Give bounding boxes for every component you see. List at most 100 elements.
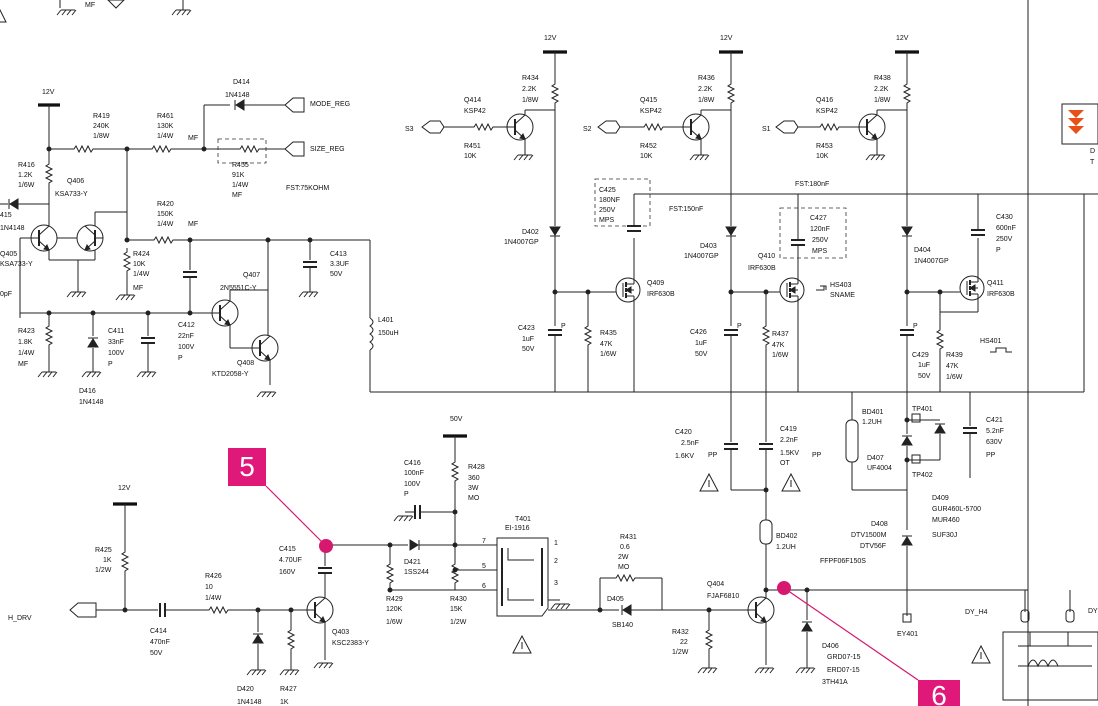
label-r360: 360 xyxy=(468,475,480,482)
label-c416: C416 xyxy=(404,460,421,467)
label-r439: R439 xyxy=(946,352,963,359)
label-c413: C413 xyxy=(330,251,347,258)
label-r453: R453 xyxy=(816,143,833,150)
label-dtv1500: DTV1500M xyxy=(851,532,887,539)
label-size_reg: SIZE_REG xyxy=(310,146,345,153)
label-c420: C420 xyxy=(675,429,692,436)
label-tp402: TP402 xyxy=(912,472,933,479)
label-s2: S2 xyxy=(583,126,592,133)
label-nf22b: 2.2nF xyxy=(780,437,798,444)
label-opf: 0pF xyxy=(0,291,12,298)
label-h_drv: H_DRV xyxy=(8,615,32,622)
label-d403: D403 xyxy=(700,243,717,250)
label-dtv56f: DTV56F xyxy=(860,543,886,550)
label-fjaf6810: FJAF6810 xyxy=(707,593,739,600)
label-in4148d: 1N4148 xyxy=(237,699,262,706)
label-mpsb: MPS xyxy=(812,248,828,255)
label-c426: C426 xyxy=(690,329,707,336)
label-mob: MO xyxy=(618,564,630,571)
label-c425: C425 xyxy=(599,187,616,194)
label-d414: D414 xyxy=(233,79,250,86)
label-v630: 630V xyxy=(986,439,1003,446)
label-nf470: 470nF xyxy=(150,639,170,646)
label-ot: OT xyxy=(780,460,790,467)
label-l401: L401 xyxy=(378,317,394,324)
label-k10: 10K xyxy=(133,261,146,268)
label-nf22: 22nF xyxy=(178,333,194,340)
label-n2n5551: 2N5551C-Y xyxy=(220,285,257,292)
label-k12: 1.2K xyxy=(18,172,33,179)
label-k22c: 2.2K xyxy=(874,86,889,93)
label-k1b: 1K xyxy=(280,699,289,706)
label-r435: R435 xyxy=(600,330,617,337)
label-v250: 250V xyxy=(599,207,616,214)
label-fst75: FST:75KOHM xyxy=(286,185,329,192)
label-v100b: 100V xyxy=(178,344,195,351)
label-r428: R428 xyxy=(468,464,485,471)
label-in4007c: 1N4007GP xyxy=(914,258,949,265)
label-d421: D421 xyxy=(404,559,421,566)
label-nf120: 120nF xyxy=(810,226,830,233)
label-r430: R430 xyxy=(450,596,467,603)
label-t_clip: T xyxy=(1090,159,1095,166)
bias-caps: R423 1.8K 1/4W MF D416 1N4148 C411 33nF … xyxy=(18,310,212,406)
label-r06: 0.6 xyxy=(620,544,630,551)
label-suf30j: SUF30J xyxy=(932,532,957,539)
label-ei1916: EI-1916 xyxy=(505,525,530,532)
label-w16d: 1/6W xyxy=(946,374,963,381)
label-nf33: 33nF xyxy=(108,339,124,346)
label-r12v: 12V xyxy=(720,35,733,42)
c413-l401: C413 3.3UF 50V L401 150uH xyxy=(268,237,1084,393)
label-r455: R455 xyxy=(232,162,249,169)
label-w18c: 1/8W xyxy=(698,97,715,104)
label-mur460: MUR460 xyxy=(932,517,960,524)
label-d416: D416 xyxy=(79,388,96,395)
label-uf33: 3.3UF xyxy=(330,261,349,268)
label-r434: R434 xyxy=(522,75,539,82)
label-grd07: GRD07-15 xyxy=(827,654,861,661)
label-p: P xyxy=(561,323,566,330)
label-w14: 1/4W xyxy=(18,350,35,357)
label-v50b: 50V xyxy=(522,346,535,353)
stage-q416: 12V R438 2.2K 1/8W S1 Q416 KSP42 R453 10… xyxy=(762,35,1016,392)
label-w14: 1/4W xyxy=(232,182,249,189)
label-mo: MO xyxy=(468,495,480,502)
label-w12c: 1/2W xyxy=(95,567,112,574)
label-ss244: 1SS244 xyxy=(404,569,429,576)
label-mf: MF xyxy=(18,361,28,368)
q405-q406-pair: R416 1.2K 1/6W 415 1N4148 Q406 KSA733-Y … xyxy=(0,149,128,318)
label-d402: D402 xyxy=(522,229,539,236)
callout-lines xyxy=(265,485,919,681)
right-edge-fragment: D T xyxy=(1027,0,1098,706)
label-q414: Q414 xyxy=(464,97,481,104)
label-in4148: 1N4148 xyxy=(225,92,250,99)
label-r438: R438 xyxy=(874,75,891,82)
label-in4148c: 1N4148 xyxy=(79,399,104,406)
label-k18: 1.8K xyxy=(18,339,33,346)
label-gur460: GUR460L-5700 xyxy=(932,506,981,513)
label-w18d: 1/8W xyxy=(874,97,891,104)
label-r423: R423 xyxy=(18,328,35,335)
top-clip-mf: MF xyxy=(85,2,95,9)
label-bd402: BD402 xyxy=(776,533,798,540)
hv-stage: C420 2.5nF 1.6KV PP C419 2.2nF 1.5KV OT … xyxy=(675,392,1098,701)
label-q411: Q411 xyxy=(987,280,1004,287)
label-r452: R452 xyxy=(640,143,657,150)
label-k10c: 10K xyxy=(640,153,653,160)
left-bias-labels: D414 1N4148 MODE_REG SIZE_REG R455 91K 1… xyxy=(93,79,350,199)
label-mps: MPS xyxy=(599,217,615,224)
label-r427: R427 xyxy=(280,686,297,693)
label-w18: 1/8W xyxy=(93,133,110,140)
label-k240: 240K xyxy=(93,123,110,130)
label-ksa733: KSA733-Y xyxy=(55,191,88,198)
label-fst180: FST:180nF xyxy=(795,181,829,188)
stage-q414: 12V R434 2.2K 1/8W S3 Q414 KSP42 R451 10… xyxy=(405,35,1084,392)
label-ksa733b: KSA733-Y xyxy=(0,261,33,268)
label-r425: R425 xyxy=(95,547,112,554)
label-v50: 50V xyxy=(330,271,343,278)
label-c419: C419 xyxy=(780,426,797,433)
label-r451: R451 xyxy=(464,143,481,150)
label-v100c: 100V xyxy=(404,481,421,488)
label-ppc: PP xyxy=(986,452,996,459)
